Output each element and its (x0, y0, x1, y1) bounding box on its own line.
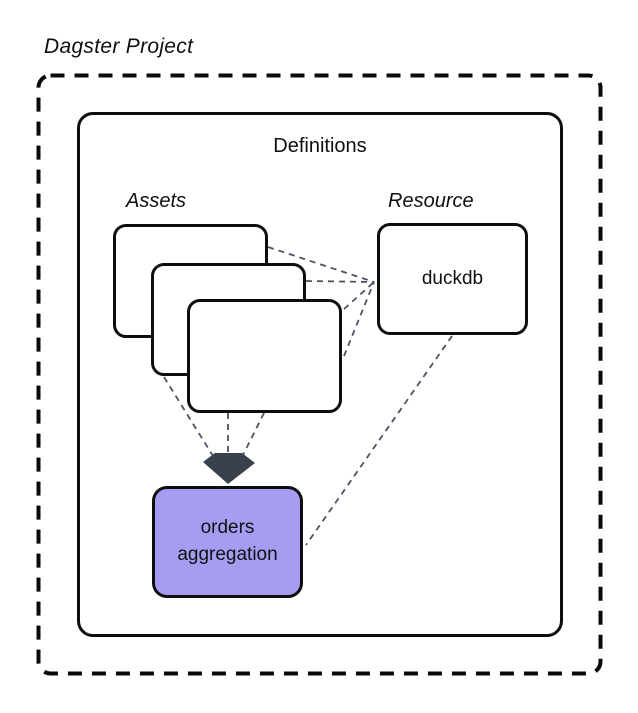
definitions-label: Definitions (273, 135, 367, 157)
orders-aggregation-node: orders aggregation (152, 486, 303, 598)
orders-aggregation-label: orders aggregation (177, 517, 278, 565)
duckdb-resource-label: duckdb (421, 268, 484, 289)
project-title: Dagster Project (44, 35, 194, 58)
assets-label: Assets (126, 190, 187, 212)
resource-label: Resource (388, 190, 474, 212)
asset-card-front (187, 299, 342, 413)
duckdb-resource-node: duckdb (377, 223, 528, 335)
